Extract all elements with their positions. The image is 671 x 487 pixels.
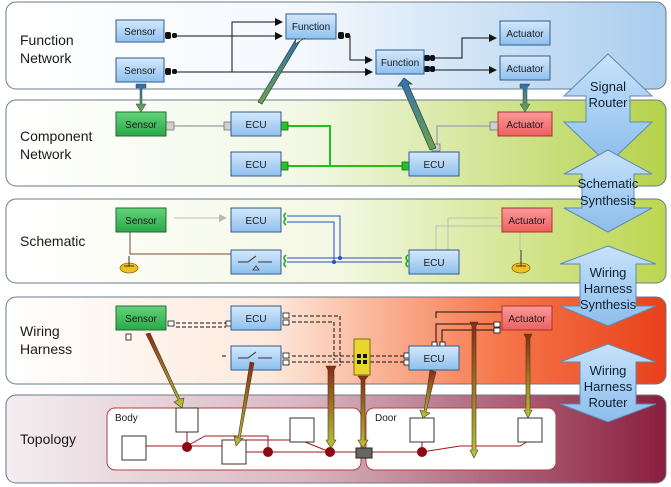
topology-components [121, 407, 543, 465]
wiring-harness-router-arrow: Wiring Harness Router [559, 343, 657, 423]
layer-label-wiring-harness: Wiring Harness [20, 323, 73, 357]
wh-actuator: Actuator [501, 305, 553, 331]
wh-router-line-1: Wiring [590, 363, 627, 378]
signal-router-line-2: Router [588, 95, 628, 110]
wh-router-line-3: Router [588, 395, 628, 410]
mapping-arrows [135, 37, 533, 459]
sch-actuator-label: Actuator [508, 216, 546, 227]
wh-ecu-2: ECU [408, 345, 460, 371]
sch-sensor: Sensor [115, 207, 167, 233]
layer-label-topology: Topology [20, 431, 77, 447]
body-region-label: Body [115, 413, 138, 424]
fn-function-2-label: Function [381, 58, 419, 69]
schematic-synthesis-line-2: Synthesis [580, 193, 637, 208]
layer-label-function-network: Function Network [20, 32, 74, 66]
schematic-connectors [283, 212, 409, 268]
schematic-synthesis-arrow: Schematic Synthesis [563, 149, 653, 233]
fn-actuator-2: Actuator [499, 55, 551, 81]
fn-function-2: Function [375, 49, 425, 75]
signal-router-line-1: Signal [590, 79, 626, 94]
cn-ecu-2: ECU [230, 151, 282, 177]
cn-sensor: Sensor [115, 111, 167, 137]
wh-actuator-label: Actuator [508, 314, 546, 325]
wh-synthesis-line-2: Harness [584, 281, 633, 296]
layer-label-component-network: Component Network [20, 128, 93, 162]
cn-sensor-label: Sensor [125, 120, 157, 131]
ground-symbol-left [119, 256, 139, 274]
wh-ecu-2-label: ECU [423, 354, 444, 365]
wh-sensor: Sensor [115, 305, 167, 331]
topology-nodes [182, 442, 427, 457]
fn-sensor-1: Sensor [115, 19, 165, 43]
component-network-wires [174, 125, 490, 167]
fn-function-1: Function [285, 13, 337, 40]
function-network-wires [172, 18, 497, 76]
sch-ecu-1: ECU [230, 207, 282, 233]
sch-ecu-switch [230, 249, 282, 275]
cn-ecu-2-label: ECU [245, 160, 266, 171]
schematic-junctions [332, 256, 342, 264]
fn-sensor-2: Sensor [115, 57, 165, 83]
cn-actuator: Actuator [497, 111, 553, 137]
door-region-label: Door [375, 413, 397, 424]
sch-actuator: Actuator [501, 207, 553, 233]
fn-actuator-1-label: Actuator [506, 29, 544, 40]
wh-ecu-switch [230, 345, 282, 371]
wh-router-line-2: Harness [584, 379, 633, 394]
cn-ecu-3-label: ECU [423, 160, 444, 171]
cn-actuator-label: Actuator [506, 120, 544, 131]
schematic-synthesis-line-1: Schematic [578, 176, 639, 191]
harness-inline-connector [353, 338, 371, 376]
sch-ecu-2: ECU [408, 249, 460, 275]
cn-ecu-1: ECU [230, 111, 282, 137]
wiring-harness-synthesis-arrow: Wiring Harness Synthesis [559, 245, 657, 327]
cn-ecu-3: ECU [408, 151, 460, 177]
fn-actuator-1: Actuator [499, 20, 551, 46]
fn-sensor-2-label: Sensor [124, 66, 156, 77]
layer-label-schematic: Schematic [20, 233, 86, 249]
sch-sensor-label: Sensor [125, 216, 157, 227]
wh-synthesis-line-1: Wiring [590, 265, 627, 280]
schematic-panel [5, 198, 667, 284]
cn-ecu-1-label: ECU [245, 120, 266, 131]
signal-router-arrow: Signal Router [562, 53, 654, 165]
sch-ecu-1-label: ECU [245, 216, 266, 227]
schematic-wires [129, 214, 521, 263]
harness-connector-pins [125, 312, 501, 366]
wh-ecu-1: ECU [230, 305, 282, 331]
wh-synthesis-line-3: Synthesis [580, 297, 637, 312]
fn-function-1-label: Function [292, 22, 330, 33]
wiring-harness-panel [5, 296, 667, 385]
ground-symbol-right [511, 250, 531, 274]
wh-ecu-1-label: ECU [245, 314, 266, 325]
fn-sensor-1-label: Sensor [124, 27, 156, 38]
fn-actuator-2-label: Actuator [506, 64, 544, 75]
sch-ecu-2-label: ECU [423, 258, 444, 269]
wh-sensor-label: Sensor [125, 314, 157, 325]
function-network-ports [165, 32, 435, 75]
